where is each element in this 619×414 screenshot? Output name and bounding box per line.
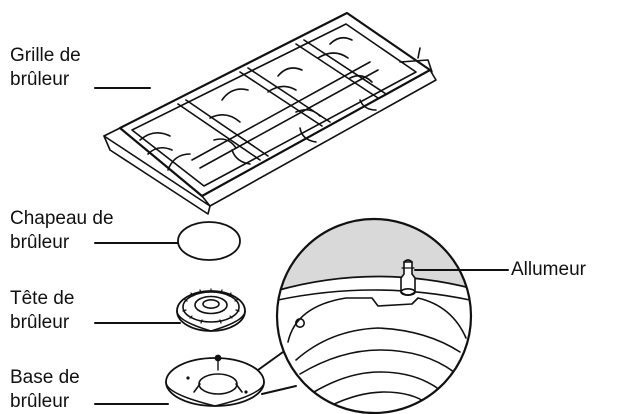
ignitor-detail-magnifier	[270, 200, 480, 413]
label-grille-line2: brûleur	[10, 68, 81, 92]
burner-grate	[104, 13, 436, 214]
label-chapeau-line2: brûleur	[10, 231, 114, 255]
label-tete-de-bruleur: Tête de brûleur	[10, 287, 74, 335]
label-chapeau-de-bruleur: Chapeau de brûleur	[10, 207, 114, 255]
label-allumeur: Allumeur	[511, 258, 586, 282]
label-chapeau-line1: Chapeau de	[10, 207, 114, 231]
burner-base	[166, 355, 264, 406]
magnifier-connector-top	[258, 352, 283, 370]
label-base-de-bruleur: Base de brûleur	[10, 366, 80, 414]
label-base-line1: Base de	[10, 366, 80, 390]
label-grille-line1: Grille de	[10, 44, 81, 68]
label-base-line2: brûleur	[10, 390, 80, 414]
label-grille-de-bruleur: Grille de brûleur	[10, 44, 81, 92]
burner-cap	[178, 222, 240, 260]
leader-lines	[95, 88, 508, 404]
burner-head	[177, 289, 245, 331]
label-tete-line2: brûleur	[10, 311, 74, 335]
magnifier-connector-bottom	[262, 386, 296, 394]
label-tete-line1: Tête de	[10, 287, 74, 311]
label-allumeur-text: Allumeur	[511, 258, 586, 282]
